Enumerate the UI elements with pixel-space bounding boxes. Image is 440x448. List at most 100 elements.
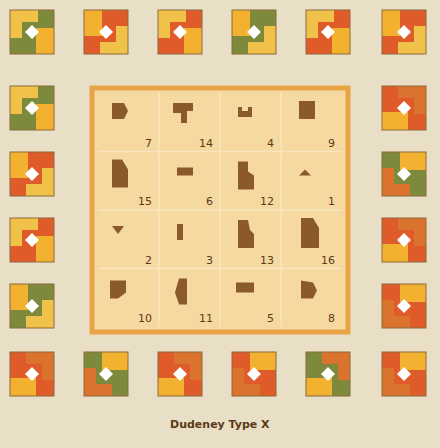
tile-piece [382, 368, 410, 396]
cell-number: 1 [328, 196, 335, 207]
cell-number: 2 [145, 255, 152, 266]
cell-number: 4 [267, 138, 274, 149]
piece-shape [110, 281, 126, 299]
tile-diamond [173, 367, 187, 381]
grid-cell: 9 [281, 93, 342, 152]
border-tile [10, 86, 54, 130]
tile-piece [398, 218, 426, 246]
tile-edge [10, 218, 54, 262]
tile-piece [84, 352, 128, 396]
tile-piece [10, 86, 54, 130]
grid-cell: 16 [281, 210, 342, 269]
tile-edge [382, 352, 426, 396]
tile-piece [248, 26, 276, 54]
tile-edge [382, 218, 426, 262]
cell-number: 16 [321, 255, 335, 266]
tile-diamond [321, 367, 335, 381]
cell-number: 8 [328, 313, 335, 324]
border-tile [10, 352, 54, 396]
tile-ground [10, 10, 54, 54]
tile-diamond [247, 25, 261, 39]
tile-piece [158, 352, 202, 396]
tile-piece [10, 218, 38, 246]
tile-ground [158, 352, 202, 396]
tile-diamond [397, 367, 411, 381]
tile-piece [26, 168, 54, 196]
tile-piece [10, 218, 54, 262]
tile-edge [232, 10, 276, 54]
tile-piece [84, 368, 112, 396]
border-tile [382, 10, 426, 54]
tile-diamond [321, 25, 335, 39]
tile-ground [158, 10, 202, 54]
puzzle-panel [92, 88, 348, 332]
tile-ground [306, 352, 350, 396]
border-tile [382, 284, 426, 328]
tile-piece [10, 284, 54, 328]
cell-number: 10 [138, 313, 152, 324]
grid-cell: 13 [220, 210, 281, 269]
border-tile [158, 352, 202, 396]
border-tile [10, 10, 54, 54]
piece-shape [175, 279, 187, 305]
tile-piece [174, 352, 202, 380]
tile-diamond [397, 167, 411, 181]
tile-piece [382, 352, 426, 396]
tile-edge [10, 284, 54, 328]
tile-piece [398, 26, 426, 54]
cell-number: 13 [260, 255, 274, 266]
tile-piece [382, 152, 426, 196]
tile-edge [158, 352, 202, 396]
tile-ground [382, 352, 426, 396]
piece-shape [173, 103, 193, 123]
tile-edge [10, 86, 54, 130]
tile-ground [382, 10, 426, 54]
piece-shape [238, 107, 252, 117]
tile-diamond [99, 367, 113, 381]
tile-edge [84, 352, 128, 396]
tile-piece [10, 352, 54, 396]
tile-ground [10, 218, 54, 262]
tile-piece [306, 10, 334, 38]
tile-diamond [25, 299, 39, 313]
tile-edge [382, 152, 426, 196]
grid-cell: 4 [220, 93, 281, 152]
tile-ground [232, 10, 276, 54]
grid-line [280, 93, 282, 327]
grid-cell: 6 [159, 152, 220, 211]
tile-edge [232, 352, 276, 396]
tile-piece [10, 86, 38, 114]
cell-number: 14 [199, 138, 213, 149]
tile-ground [306, 10, 350, 54]
cell-number: 5 [267, 313, 274, 324]
cell-number: 7 [145, 138, 152, 149]
caption: Dudeney Type X [170, 418, 270, 431]
tile-edge [382, 10, 426, 54]
cell-number: 15 [138, 196, 152, 207]
grid-lines [98, 93, 342, 327]
tile-ground [10, 86, 54, 130]
piece-shape [112, 103, 128, 119]
border-tile [382, 218, 426, 262]
border-tiles [10, 10, 426, 396]
tile-piece [100, 26, 128, 54]
tile-ground [84, 352, 128, 396]
tile-edge [382, 284, 426, 328]
tile-diamond [25, 167, 39, 181]
piece-shape [112, 160, 128, 188]
grid-cell: 5 [220, 269, 281, 328]
tile-piece [232, 368, 260, 396]
tile-piece [398, 86, 426, 114]
tile-piece [382, 284, 426, 328]
grid-cell: 7 [98, 93, 159, 152]
grid-cell: 15 [98, 152, 159, 211]
border-tile [382, 86, 426, 130]
tile-ground [10, 284, 54, 328]
tile-piece [306, 352, 350, 396]
tile-diamond [25, 367, 39, 381]
grid-cell: 8 [281, 269, 342, 328]
grid-cell: 2 [98, 210, 159, 269]
cell-number: 9 [328, 138, 335, 149]
tile-diamond [99, 25, 113, 39]
tile-ground [10, 352, 54, 396]
